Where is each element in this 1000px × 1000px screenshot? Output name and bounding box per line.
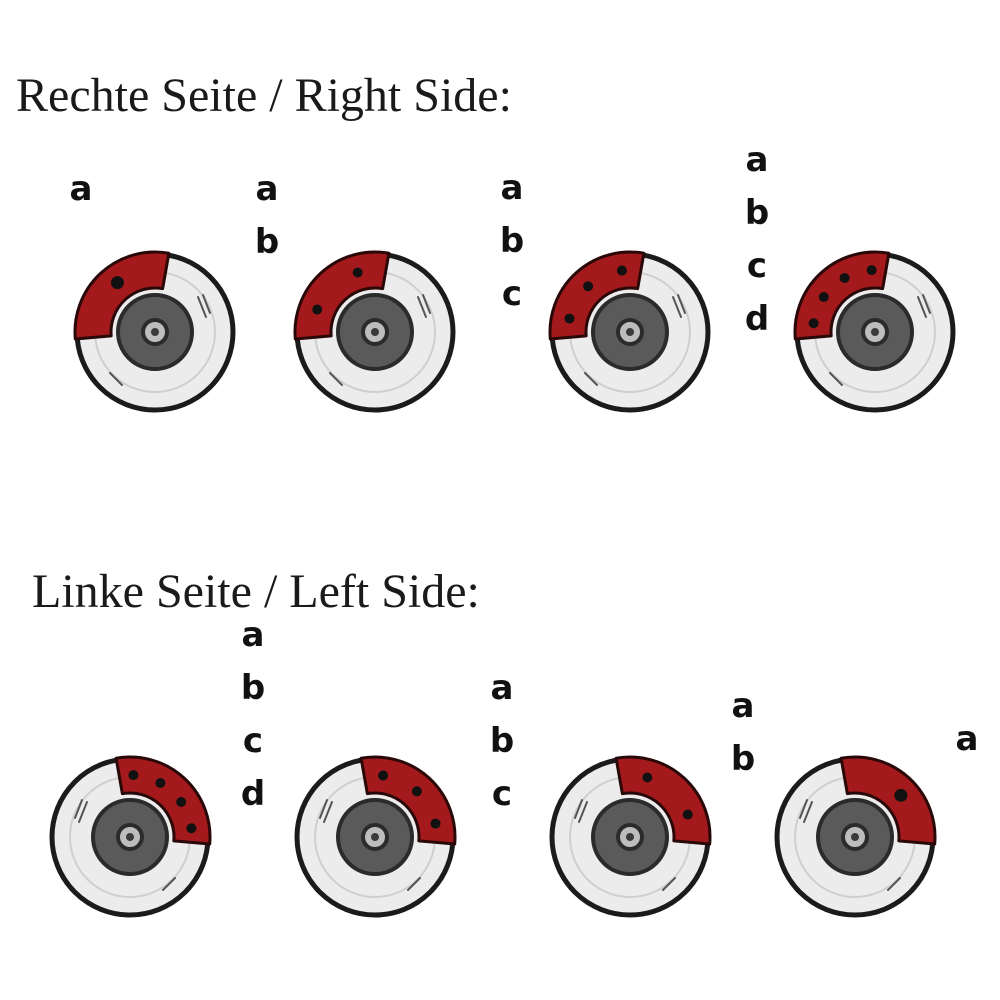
piston-position-label: a (255, 169, 279, 209)
piston-position-label: b (254, 222, 280, 262)
caliper-piston (378, 770, 389, 781)
brake-disc-right-4-svg (793, 250, 956, 413)
disc-scratch-mark (574, 799, 583, 819)
hub-center-hole (851, 833, 859, 841)
brake-disc-left-1 (45, 752, 215, 922)
brake-disc-left-4-svg (774, 755, 937, 918)
disc-scratch-mark (422, 294, 431, 314)
caliper-piston (682, 809, 693, 820)
disc-scratch-mark (887, 877, 901, 891)
piston-position-label: a (745, 140, 769, 180)
caliper-piston (128, 770, 139, 781)
disc-scratch-mark (202, 294, 211, 314)
disc-scratch-mark (407, 877, 421, 891)
hub-center-hole (871, 328, 879, 336)
piston-position-label: b (240, 668, 266, 708)
brake-disc-right-4 (790, 247, 960, 417)
piston-position-label: c (501, 274, 523, 314)
piston-position-label: b (730, 739, 756, 779)
disc-scratch-mark (197, 296, 207, 318)
piston-position-label: d (744, 299, 770, 339)
brake-disc-right-1-svg (73, 250, 236, 413)
brake-disc-right-2 (290, 247, 460, 417)
hub-center-hole (151, 328, 159, 336)
brake-caliper (614, 755, 712, 846)
caliper-piston (155, 777, 166, 788)
caliper-piston (430, 818, 441, 829)
disc-scratch-mark (74, 799, 83, 819)
caliper-piston (818, 291, 829, 302)
caliper-piston (110, 276, 124, 290)
brake-caliper (73, 250, 171, 341)
piston-position-label: a (490, 668, 514, 708)
caliper-piston (411, 786, 422, 797)
piston-position-label: a (955, 719, 979, 759)
piston-position-label: b (499, 221, 525, 261)
brake-disc-left-2-svg (294, 755, 457, 918)
disc-scratch-mark (677, 294, 686, 314)
right-side-title: Rechte Seite / Right Side: (16, 69, 512, 122)
disc-scratch-mark (662, 877, 676, 891)
piston-position-label: b (744, 193, 770, 233)
caliper-piston (808, 318, 819, 329)
brake-disc-right-1 (70, 247, 240, 417)
caliper-piston (894, 788, 908, 802)
disc-scratch-mark (329, 372, 343, 386)
piston-position-label: c (746, 246, 768, 286)
brake-caliper (293, 250, 391, 341)
hub-center-hole (626, 833, 634, 841)
disc-scratch-mark (323, 801, 333, 823)
brake-disc-left-2 (290, 752, 460, 922)
brake-caliper (793, 250, 891, 341)
hub-center-hole (371, 328, 379, 336)
piston-position-label: a (500, 168, 524, 208)
caliper-piston (312, 304, 323, 315)
piston-position-label: c (242, 721, 264, 761)
caliper-piston (176, 796, 187, 807)
piston-position-label: d (240, 774, 266, 814)
brake-caliper (839, 755, 937, 846)
piston-position-label: a (69, 169, 93, 209)
piston-position-label: a (241, 615, 265, 655)
piston-position-label: c (491, 774, 513, 814)
brake-disc-left-1-svg (49, 755, 212, 918)
disc-scratch-mark (584, 372, 598, 386)
caliper-piston (616, 265, 627, 276)
disc-scratch-mark (319, 799, 328, 819)
brake-caliper (114, 755, 212, 846)
caliper-piston (642, 772, 653, 783)
piston-position-label: a (731, 686, 755, 726)
brake-disc-right-3-svg (548, 250, 711, 413)
caliper-piston (564, 313, 575, 324)
brake-disc-right-3 (545, 247, 715, 417)
caliper-piston (352, 267, 363, 278)
disc-scratch-mark (799, 799, 808, 819)
hub-center-hole (371, 833, 379, 841)
disc-scratch-mark (829, 372, 843, 386)
hub-center-hole (626, 328, 634, 336)
disc-scratch-mark (417, 296, 427, 318)
disc-scratch-mark (917, 296, 927, 318)
brake-disc-left-4 (770, 752, 940, 922)
hub-center-hole (126, 833, 134, 841)
brake-disc-left-3-svg (549, 755, 712, 918)
caliper-piston (186, 823, 197, 834)
disc-scratch-mark (922, 294, 931, 314)
caliper-piston (583, 281, 594, 292)
caliper-piston (866, 265, 877, 276)
disc-scratch-mark (578, 801, 588, 823)
brake-disc-right-2-svg (293, 250, 456, 413)
disc-scratch-mark (803, 801, 813, 823)
disc-scratch-mark (78, 801, 88, 823)
caliper-piston (839, 272, 850, 283)
disc-scratch-mark (109, 372, 123, 386)
disc-scratch-mark (162, 877, 176, 891)
brake-disc-left-3 (545, 752, 715, 922)
disc-scratch-mark (672, 296, 682, 318)
left-side-title: Linke Seite / Left Side: (32, 565, 480, 618)
piston-position-label: b (489, 721, 515, 761)
